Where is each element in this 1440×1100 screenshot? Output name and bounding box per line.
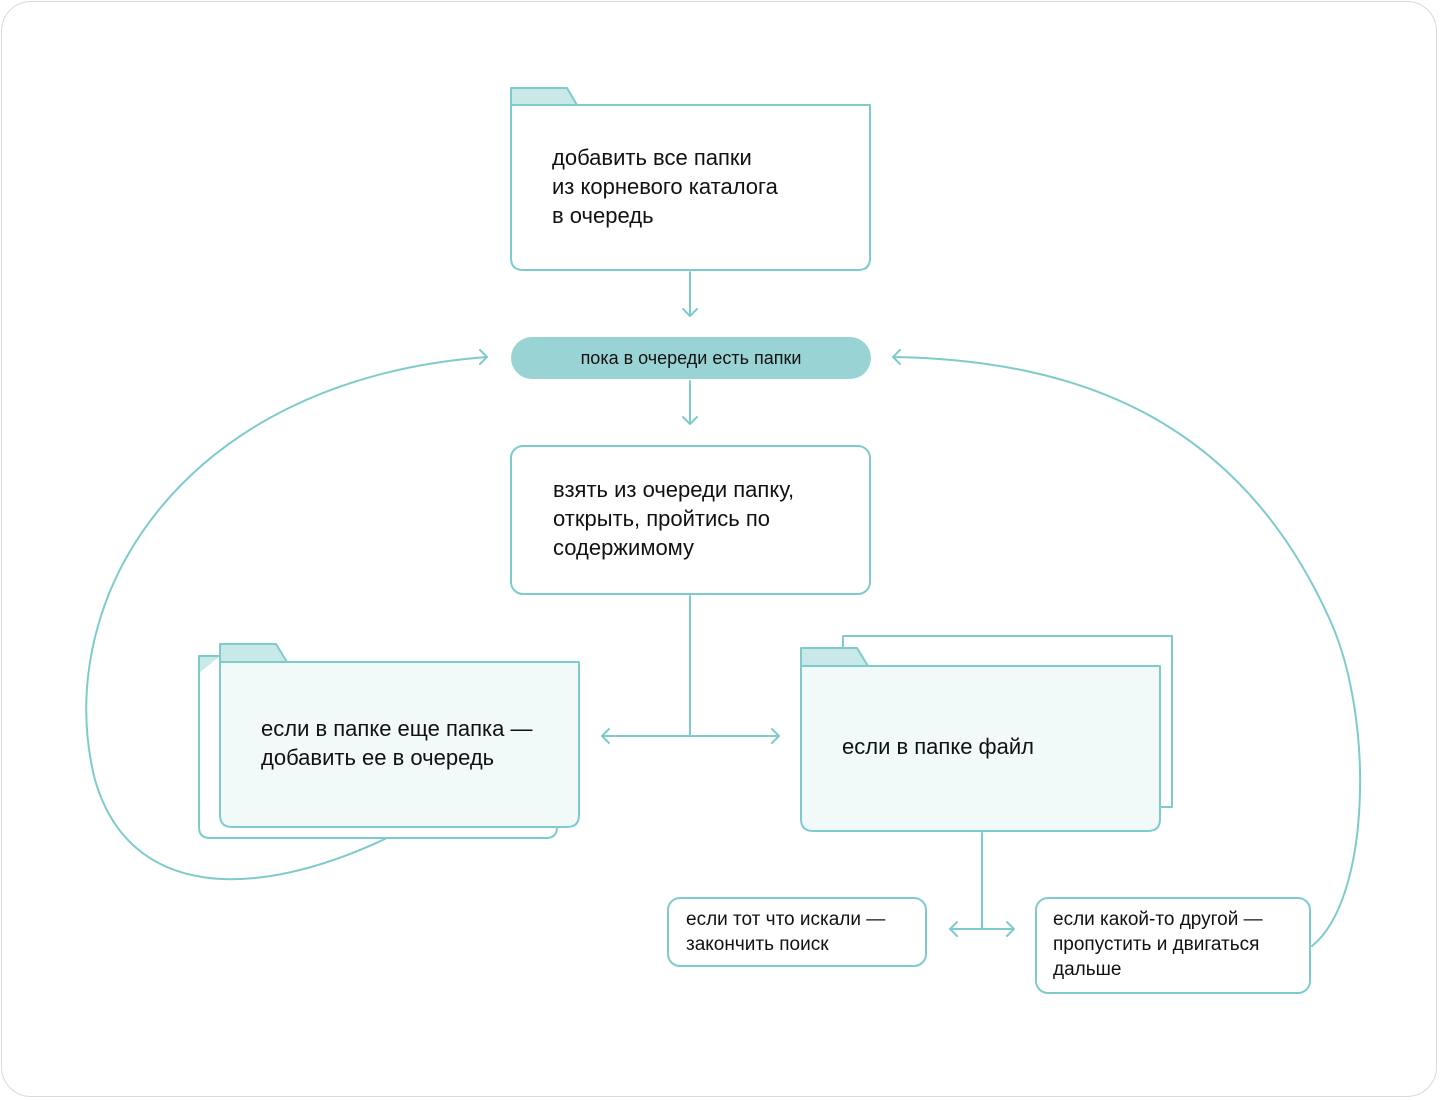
other-box-shape — [1035, 897, 1311, 994]
branch-connector — [601, 595, 780, 744]
loop-pill-shape — [511, 337, 871, 379]
arrow-loop-to-take — [682, 380, 698, 425]
node-start-text: добавить все папки из корневого каталога… — [552, 145, 778, 228]
node-file-branch-text: если в папке файл — [842, 734, 1035, 759]
loop-back-right — [892, 349, 1362, 947]
node-folder-branch-text: если в папке еще папка — добавить ее в о… — [261, 716, 533, 770]
start-folder-shape — [510, 87, 871, 271]
found-box-shape — [667, 897, 927, 967]
node-take-text: взять из очереди папку, открыть, пройтис… — [553, 477, 795, 560]
file-branch-connector — [949, 832, 1015, 937]
folder-branch-front-shape — [219, 643, 580, 828]
node-loop-text: пока в очереди есть папки — [580, 348, 802, 368]
node-found-text: если тот что искали — закончить поиск — [686, 909, 886, 955]
node-other-text: если какой-то другой — пропустить и двиг… — [1053, 909, 1263, 980]
take-box-shape — [510, 445, 871, 595]
arrow-start-to-loop — [682, 271, 698, 317]
file-branch-front-shape — [800, 647, 1161, 832]
file-branch-back-shape — [842, 635, 1173, 808]
folder-branch-back-shape — [198, 655, 558, 839]
loop-back-left — [85, 349, 488, 881]
